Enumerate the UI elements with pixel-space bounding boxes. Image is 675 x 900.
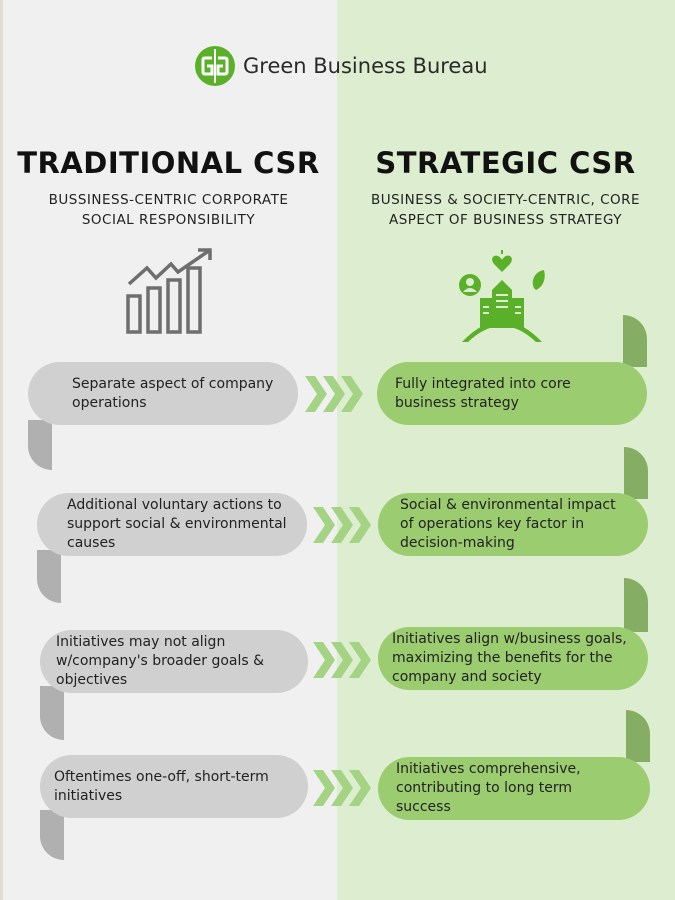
green-city-globe-icon (459, 250, 545, 342)
subtitle-line: BUSINESS & SOCIETY-CENTRIC, CORE (370, 192, 641, 208)
chevron-arrows-icon (313, 770, 371, 806)
brand-logo: Green Business Bureau (195, 46, 488, 86)
strategic-point: Initiatives align w/business goals, maxi… (378, 627, 648, 690)
strategic-subtitle: BUSINESS & SOCIETY-CENTRIC, CORE ASPECT … (337, 190, 674, 230)
strategic-point: Social & environmental impact of operati… (378, 493, 648, 556)
traditional-point: Additional voluntary actions to support … (37, 493, 307, 556)
chevron-arrows-icon (313, 642, 371, 678)
ribbon-tail (37, 550, 61, 603)
brand-name: Green Business Bureau (243, 54, 488, 78)
strategic-title: STRATEGIC CSR (375, 146, 636, 180)
traditional-point: Oftentimes one-off, short-term initiativ… (40, 755, 308, 818)
strategic-column-background (337, 0, 675, 900)
chevron-arrows-icon (305, 376, 363, 412)
bar-chart-growth-icon (126, 248, 212, 334)
strategic-point: Fully integrated into core business stra… (377, 362, 647, 425)
traditional-point: Separate aspect of company operations (28, 362, 298, 425)
subtitle-line: BUSSINESS-CENTRIC CORPORATE (48, 192, 289, 208)
subtitle-line: SOCIAL RESPONSIBILITY (81, 212, 256, 228)
gbb-logo-icon (195, 46, 235, 86)
subtitle-line: ASPECT OF BUSINESS STRATEGY (388, 212, 623, 228)
chevron-arrows-icon (313, 507, 371, 543)
traditional-title: TRADITIONAL CSR (17, 146, 320, 180)
ribbon-tail (28, 420, 52, 470)
ribbon-tail (40, 810, 64, 860)
ribbon-tail (40, 686, 64, 740)
traditional-subtitle: BUSSINESS-CENTRIC CORPORATE SOCIAL RESPO… (0, 190, 337, 230)
traditional-point: Initiatives may not align w/company's br… (40, 630, 308, 693)
strategic-point: Initiatives comprehensive, contributing … (378, 757, 650, 820)
left-edge-stripe (0, 0, 3, 900)
